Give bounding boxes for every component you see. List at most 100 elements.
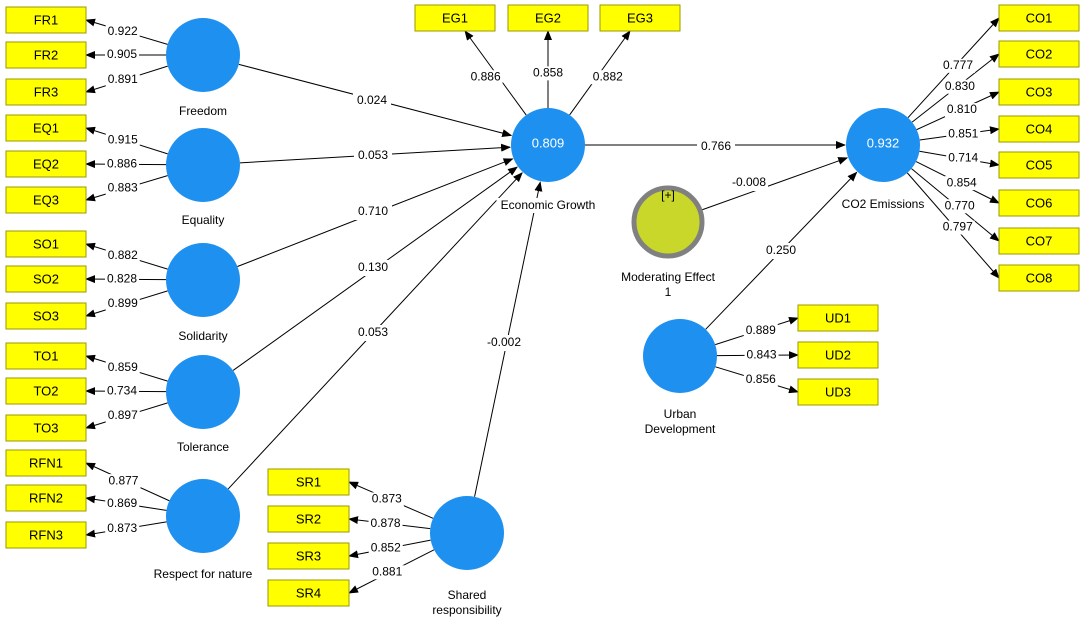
indicator-rfn1[interactable] (5, 449, 87, 477)
latent-label-bg (171, 440, 235, 455)
indicator-co1[interactable] (998, 4, 1080, 32)
indicator-ud2[interactable] (797, 341, 879, 369)
indicator-rfn2[interactable] (5, 484, 87, 512)
loading-value-eg2: 0.858 (533, 66, 563, 80)
latent-label-equality: Equality (182, 213, 225, 227)
indicator-label-so1: SO1 (33, 236, 59, 251)
loading-value-rfn3: 0.873 (107, 521, 137, 535)
latent-respect[interactable] (166, 479, 240, 553)
indicator-sr2[interactable] (267, 505, 350, 533)
indicator-ud3[interactable] (797, 378, 879, 406)
latent-shared[interactable] (430, 496, 504, 570)
indicator-to1[interactable] (5, 342, 87, 370)
indicator-rfn3[interactable] (5, 521, 87, 549)
r-squared-co2: 0.932 (867, 135, 900, 150)
latent-label-bg (641, 422, 719, 437)
indicator-so1[interactable] (5, 230, 87, 258)
loading-bg (105, 48, 139, 62)
indicator-co6[interactable] (998, 189, 1080, 217)
indicator-co4[interactable] (998, 115, 1080, 143)
loading-value-rfn2: 0.869 (107, 496, 137, 510)
latent-moderating-effect[interactable] (631, 185, 705, 259)
indicator-fr2[interactable] (5, 41, 87, 69)
indicator-to2[interactable] (5, 377, 87, 405)
path-arrow-moderating-to-co2 (701, 157, 849, 211)
indicator-co3[interactable] (998, 78, 1080, 106)
indicator-to3[interactable] (5, 414, 87, 442)
indicator-eg2[interactable] (507, 4, 589, 32)
latent-label-freedom: Freedom (179, 104, 227, 118)
path-coef-freedom-to-growth: 0.024 (357, 93, 387, 107)
path-coef-solidarity-to-growth: 0.710 (358, 204, 388, 218)
latent-freedom[interactable] (166, 18, 240, 92)
indicator-eq2[interactable] (5, 150, 87, 178)
indicator-label-fr1: FR1 (34, 12, 59, 27)
indicator-sr1[interactable] (267, 468, 350, 496)
indicator-label-co3: CO3 (1026, 84, 1053, 99)
loading-value-co7: 0.770 (945, 198, 975, 212)
indicator-label-co5: CO5 (1026, 157, 1053, 172)
indicator-co2[interactable] (998, 40, 1080, 68)
indicator-label-ud2: UD2 (825, 347, 851, 362)
latent-tolerance[interactable] (166, 355, 240, 429)
path-coef-bg (354, 260, 392, 276)
indicator-ud1[interactable] (797, 304, 879, 332)
loading-bg (106, 474, 141, 489)
indicator-label-rfn1: RFN1 (29, 455, 63, 470)
latent-label-co2: CO2 Emissions (842, 197, 925, 211)
latent-urban[interactable] (643, 319, 717, 393)
loading-bg (105, 24, 140, 39)
indicator-co7[interactable] (998, 227, 1080, 255)
indicator-eq3[interactable] (5, 186, 87, 214)
loading-bg (940, 220, 975, 235)
loading-value-co8: 0.797 (943, 220, 973, 234)
loading-value-ud1: 0.889 (746, 323, 776, 337)
loading-bg (105, 361, 140, 376)
label-layer: 0.0240.0530.7100.1300.053-0.0020.766-0.0… (105, 24, 981, 618)
indicator-label-rfn2: RFN2 (29, 490, 63, 505)
loading-bg (105, 296, 140, 311)
loading-bg (105, 272, 140, 287)
indicator-so3[interactable] (5, 302, 87, 330)
indicator-sr4[interactable] (267, 579, 350, 607)
indicator-label-so2: SO2 (33, 271, 59, 286)
indicator-label-eg3: EG3 (627, 10, 653, 25)
loading-bg (105, 496, 140, 511)
indicator-so2[interactable] (5, 265, 87, 293)
indicator-label-fr3: FR3 (34, 84, 59, 99)
latent-label-bg (418, 603, 516, 618)
loading-value-ud2: 0.843 (747, 348, 777, 362)
indicator-eq1[interactable] (5, 114, 87, 142)
indicator-label-co8: CO8 (1026, 270, 1053, 285)
path-coef-respect-to-growth: 0.053 (358, 325, 388, 339)
latent-label-bg (838, 197, 928, 212)
indicator-sr3[interactable] (267, 542, 350, 570)
path-coef-tolerance-to-growth: 0.130 (358, 260, 388, 274)
indicator-label-ud1: UD1 (825, 310, 851, 325)
loading-bg (531, 66, 565, 81)
expand-icon: [+] (661, 188, 675, 202)
indicator-eg1[interactable] (414, 4, 496, 32)
loading-bg (941, 58, 976, 73)
latent-equality[interactable] (166, 128, 240, 202)
indicator-fr3[interactable] (5, 78, 87, 106)
indicator-co5[interactable] (998, 151, 1080, 179)
indicator-eg3[interactable] (599, 4, 681, 32)
latent-label-moderating: Moderating Effect (621, 270, 715, 284)
indicator-co8[interactable] (998, 264, 1080, 292)
r-squared-growth: 0.809 (532, 135, 565, 150)
path-coef-bg (485, 335, 523, 351)
indicator-label-eg2: EG2 (535, 10, 561, 25)
loading-bg (946, 127, 981, 142)
latent-label-tolerance: Tolerance (177, 440, 229, 454)
latent-solidarity[interactable] (166, 243, 240, 317)
latent-growth[interactable] (511, 108, 585, 182)
latent-co2[interactable] (846, 108, 920, 182)
indicator-label-sr2: SR2 (296, 511, 321, 526)
loading-value-sr4: 0.881 (372, 564, 402, 578)
indicator-label-to3: TO3 (33, 420, 58, 435)
indicator-label-sr3: SR3 (296, 548, 321, 563)
path-coef-bg (762, 243, 800, 259)
indicator-fr1[interactable] (5, 6, 87, 34)
